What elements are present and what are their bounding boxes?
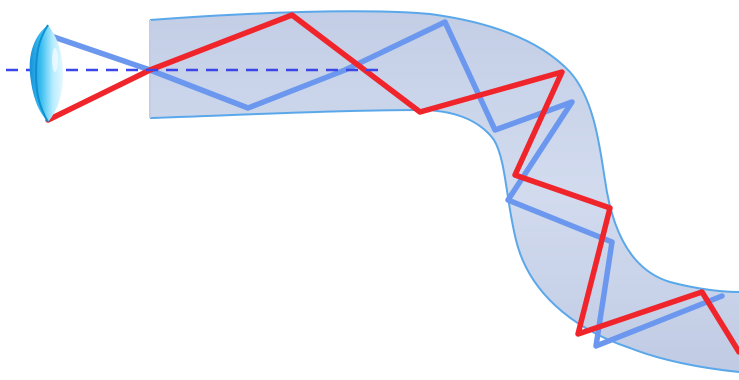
fiber-core	[150, 11, 739, 372]
